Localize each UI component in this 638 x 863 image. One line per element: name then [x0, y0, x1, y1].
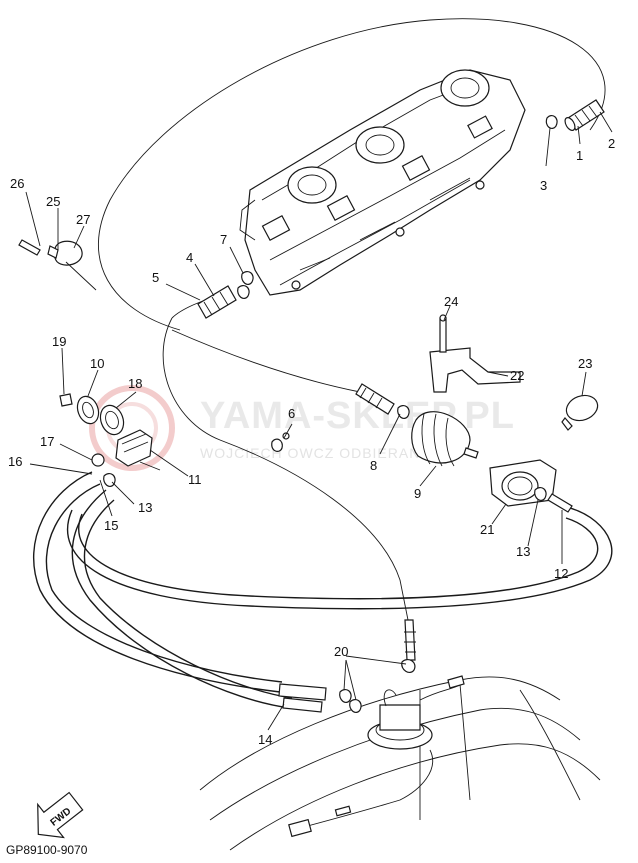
- callout-25: 25: [46, 194, 60, 209]
- callout-23: 23: [578, 356, 592, 371]
- hose-12-loop: [66, 507, 613, 610]
- callout-2: 2: [608, 136, 615, 151]
- band-23: [561, 394, 599, 431]
- callout-17: 17: [40, 434, 54, 449]
- callout-3: 3: [540, 178, 547, 193]
- leader-lines: [25, 111, 613, 731]
- callout-19: 19: [52, 334, 66, 349]
- callout-4: 4: [186, 250, 193, 265]
- fitting-stack: [59, 393, 161, 488]
- callout-16: 16: [8, 454, 22, 469]
- callout-21: 21: [480, 522, 494, 537]
- watermark-subtitle: WOJCIECH OWCZ ODBIERANIA: [200, 445, 436, 461]
- watermark-logo: [89, 385, 175, 471]
- callout-24: 24: [444, 294, 458, 309]
- callout-8: 8: [370, 458, 377, 473]
- clip-6: [271, 432, 290, 452]
- callout-9: 9: [414, 486, 421, 501]
- callout-12: 12: [554, 566, 568, 581]
- callout-15: 15: [104, 518, 118, 533]
- hose-part-4: [197, 270, 254, 319]
- callout-13-right: 13: [516, 544, 530, 559]
- drawing-code: GP89100-9070: [6, 843, 88, 857]
- callout-6: 6: [288, 406, 295, 421]
- clip-band-25-27: [18, 239, 97, 291]
- hose-part-1-2: [545, 99, 605, 131]
- throttle-body-assembly: [239, 69, 526, 296]
- callout-7: 7: [220, 232, 227, 247]
- callout-14: 14: [258, 732, 272, 747]
- holder-21: [489, 459, 557, 507]
- callout-numbers: 1 2 3 4 5 6 7 8 9 10 11 12 13 13 14 15 1…: [8, 136, 615, 747]
- callout-1: 1: [576, 148, 583, 163]
- callout-18: 18: [128, 376, 142, 391]
- fuel-tank: [199, 676, 601, 851]
- bracket-22-24: [429, 314, 521, 393]
- callout-5: 5: [152, 270, 159, 285]
- fwd-arrow: FWD: [37, 791, 84, 839]
- fuel-filter-9: [355, 383, 479, 467]
- callout-22: 22: [510, 368, 524, 383]
- clamp-13-right: [534, 486, 573, 513]
- callout-26: 26: [10, 176, 24, 191]
- sender-wire: [288, 749, 434, 838]
- fuel-pump: [339, 619, 465, 750]
- hose-16-14: [32, 471, 327, 713]
- main-return-hose: [97, 18, 606, 621]
- callout-20: 20: [334, 644, 348, 659]
- callout-27: 27: [76, 212, 90, 227]
- callout-11: 11: [188, 472, 202, 487]
- callout-10: 10: [90, 356, 104, 371]
- callout-13-left: 13: [138, 500, 152, 515]
